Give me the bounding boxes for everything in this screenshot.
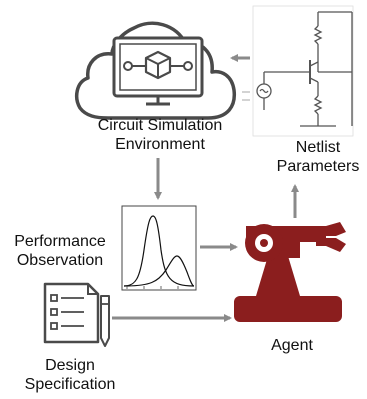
- design-spec-label-line2: Specification: [24, 376, 116, 393]
- distribution-plot-icon: [121, 205, 197, 291]
- checklist-document-icon: [43, 282, 110, 347]
- agent-label: Agent: [256, 336, 328, 355]
- transistor-schematic-icon: [242, 5, 354, 137]
- netlist-label-line1: Netlist: [295, 139, 341, 156]
- performance-label-line1: Performance: [14, 233, 106, 250]
- netlist-label: Netlist Parameters: [270, 138, 366, 176]
- agent-label-text: Agent: [271, 337, 313, 354]
- sim-env-label: Circuit Simulation Environment: [76, 116, 244, 154]
- design-spec-label-line1: Design: [45, 357, 95, 374]
- sim-env-label-line2: Environment: [115, 136, 205, 153]
- sim-env-label-line1: Circuit Simulation: [97, 117, 223, 134]
- performance-label: Performance Observation: [2, 232, 118, 270]
- cloud-computer-icon: [74, 21, 237, 120]
- robot-arm-icon: [234, 222, 346, 322]
- performance-label-line2: Observation: [16, 252, 104, 269]
- design-spec-label: Design Specification: [14, 356, 126, 394]
- netlist-label-line2: Parameters: [276, 158, 360, 175]
